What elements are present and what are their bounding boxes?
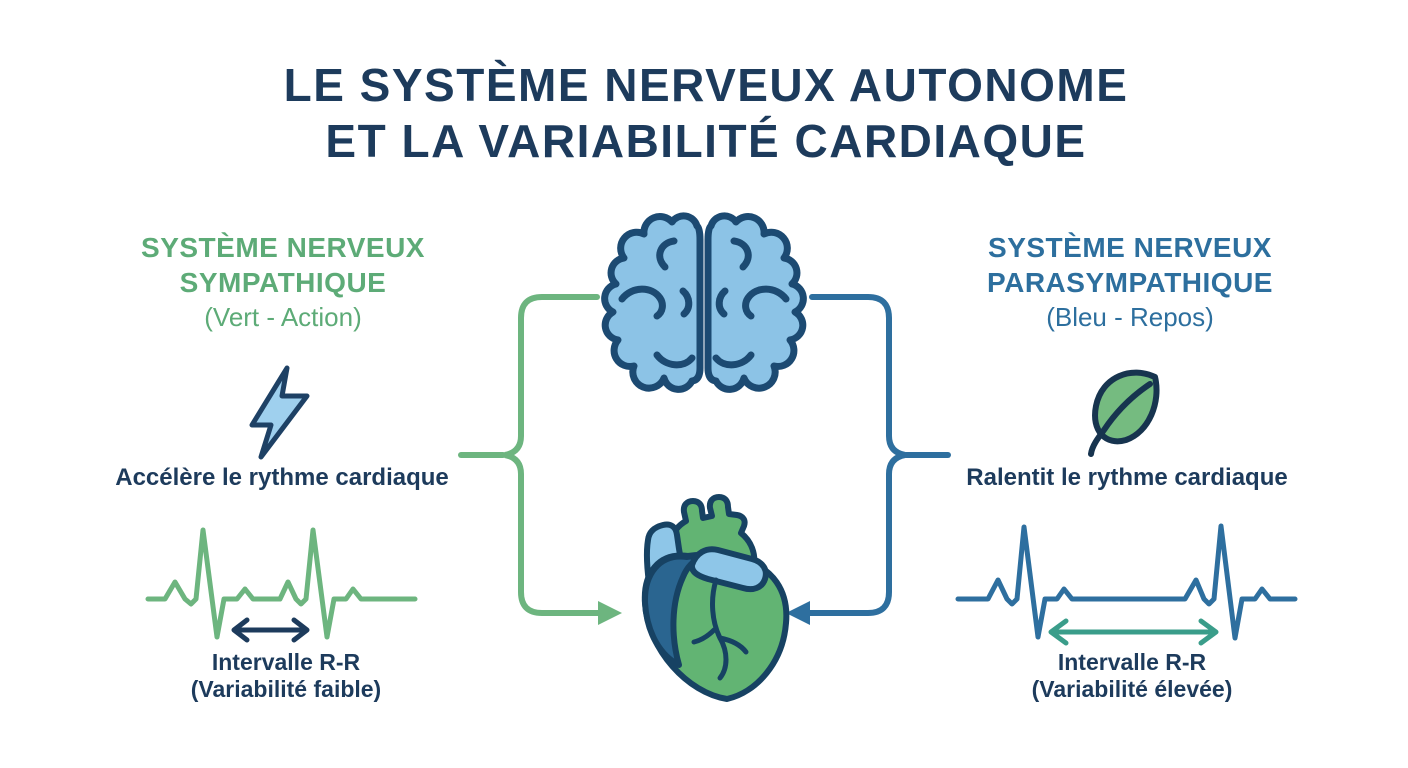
rr-interval-label-right-line1: Intervalle R-R xyxy=(1057,649,1207,675)
lightning-icon xyxy=(249,365,310,460)
brain-icon xyxy=(601,212,807,393)
parasympathetic-heading-line1: SYSTÈME NERVEUX xyxy=(988,232,1272,263)
sympathetic-heading-line1: SYSTÈME NERVEUX xyxy=(141,232,425,263)
page-title-line1: LE SYSTÈME NERVEUX AUTONOME xyxy=(283,59,1129,111)
sympathetic-effect-label: Accélère le rythme cardiaque xyxy=(115,464,449,491)
rr-interval-label-left-line1: Intervalle R-R xyxy=(211,649,361,675)
leaf-icon xyxy=(1088,369,1160,457)
sympathetic-heading-line2: SYMPATHIQUE xyxy=(179,267,387,298)
page-title-line2: ET LA VARIABILITÉ CARDIAQUE xyxy=(325,115,1087,167)
parasympathetic-connector xyxy=(786,294,951,625)
rr-interval-label-left: Intervalle R-R (Variabilité faible) xyxy=(191,649,381,703)
ecg-low-variability xyxy=(145,527,418,640)
parasympathetic-effect-label: Ralentit le rythme cardiaque xyxy=(966,464,1288,491)
parasympathetic-heading: SYSTÈME NERVEUX PARASYMPATHIQUE xyxy=(987,230,1273,300)
rr-interval-label-left-line2: (Variabilité faible) xyxy=(190,676,382,702)
rr-interval-arrow-right xyxy=(1048,618,1219,646)
rr-interval-arrow-left xyxy=(231,617,310,643)
parasympathetic-subtitle: (Bleu - Repos) xyxy=(1046,302,1214,332)
sympathetic-heading: SYSTÈME NERVEUX SYMPATHIQUE xyxy=(141,230,425,300)
rr-interval-label-right-line2: (Variabilité élevée) xyxy=(1031,676,1233,702)
sympathetic-connector xyxy=(458,294,622,625)
heart-arrow-left xyxy=(598,601,622,625)
heart-arrow-right xyxy=(786,601,810,625)
parasympathetic-heading-line2: PARASYMPATHIQUE xyxy=(987,267,1273,298)
heart-icon xyxy=(641,494,790,702)
sympathetic-subtitle: (Vert - Action) xyxy=(204,302,362,332)
rr-interval-label-right: Intervalle R-R (Variabilité élevée) xyxy=(1032,649,1233,703)
ecg-high-variability xyxy=(955,523,1298,641)
